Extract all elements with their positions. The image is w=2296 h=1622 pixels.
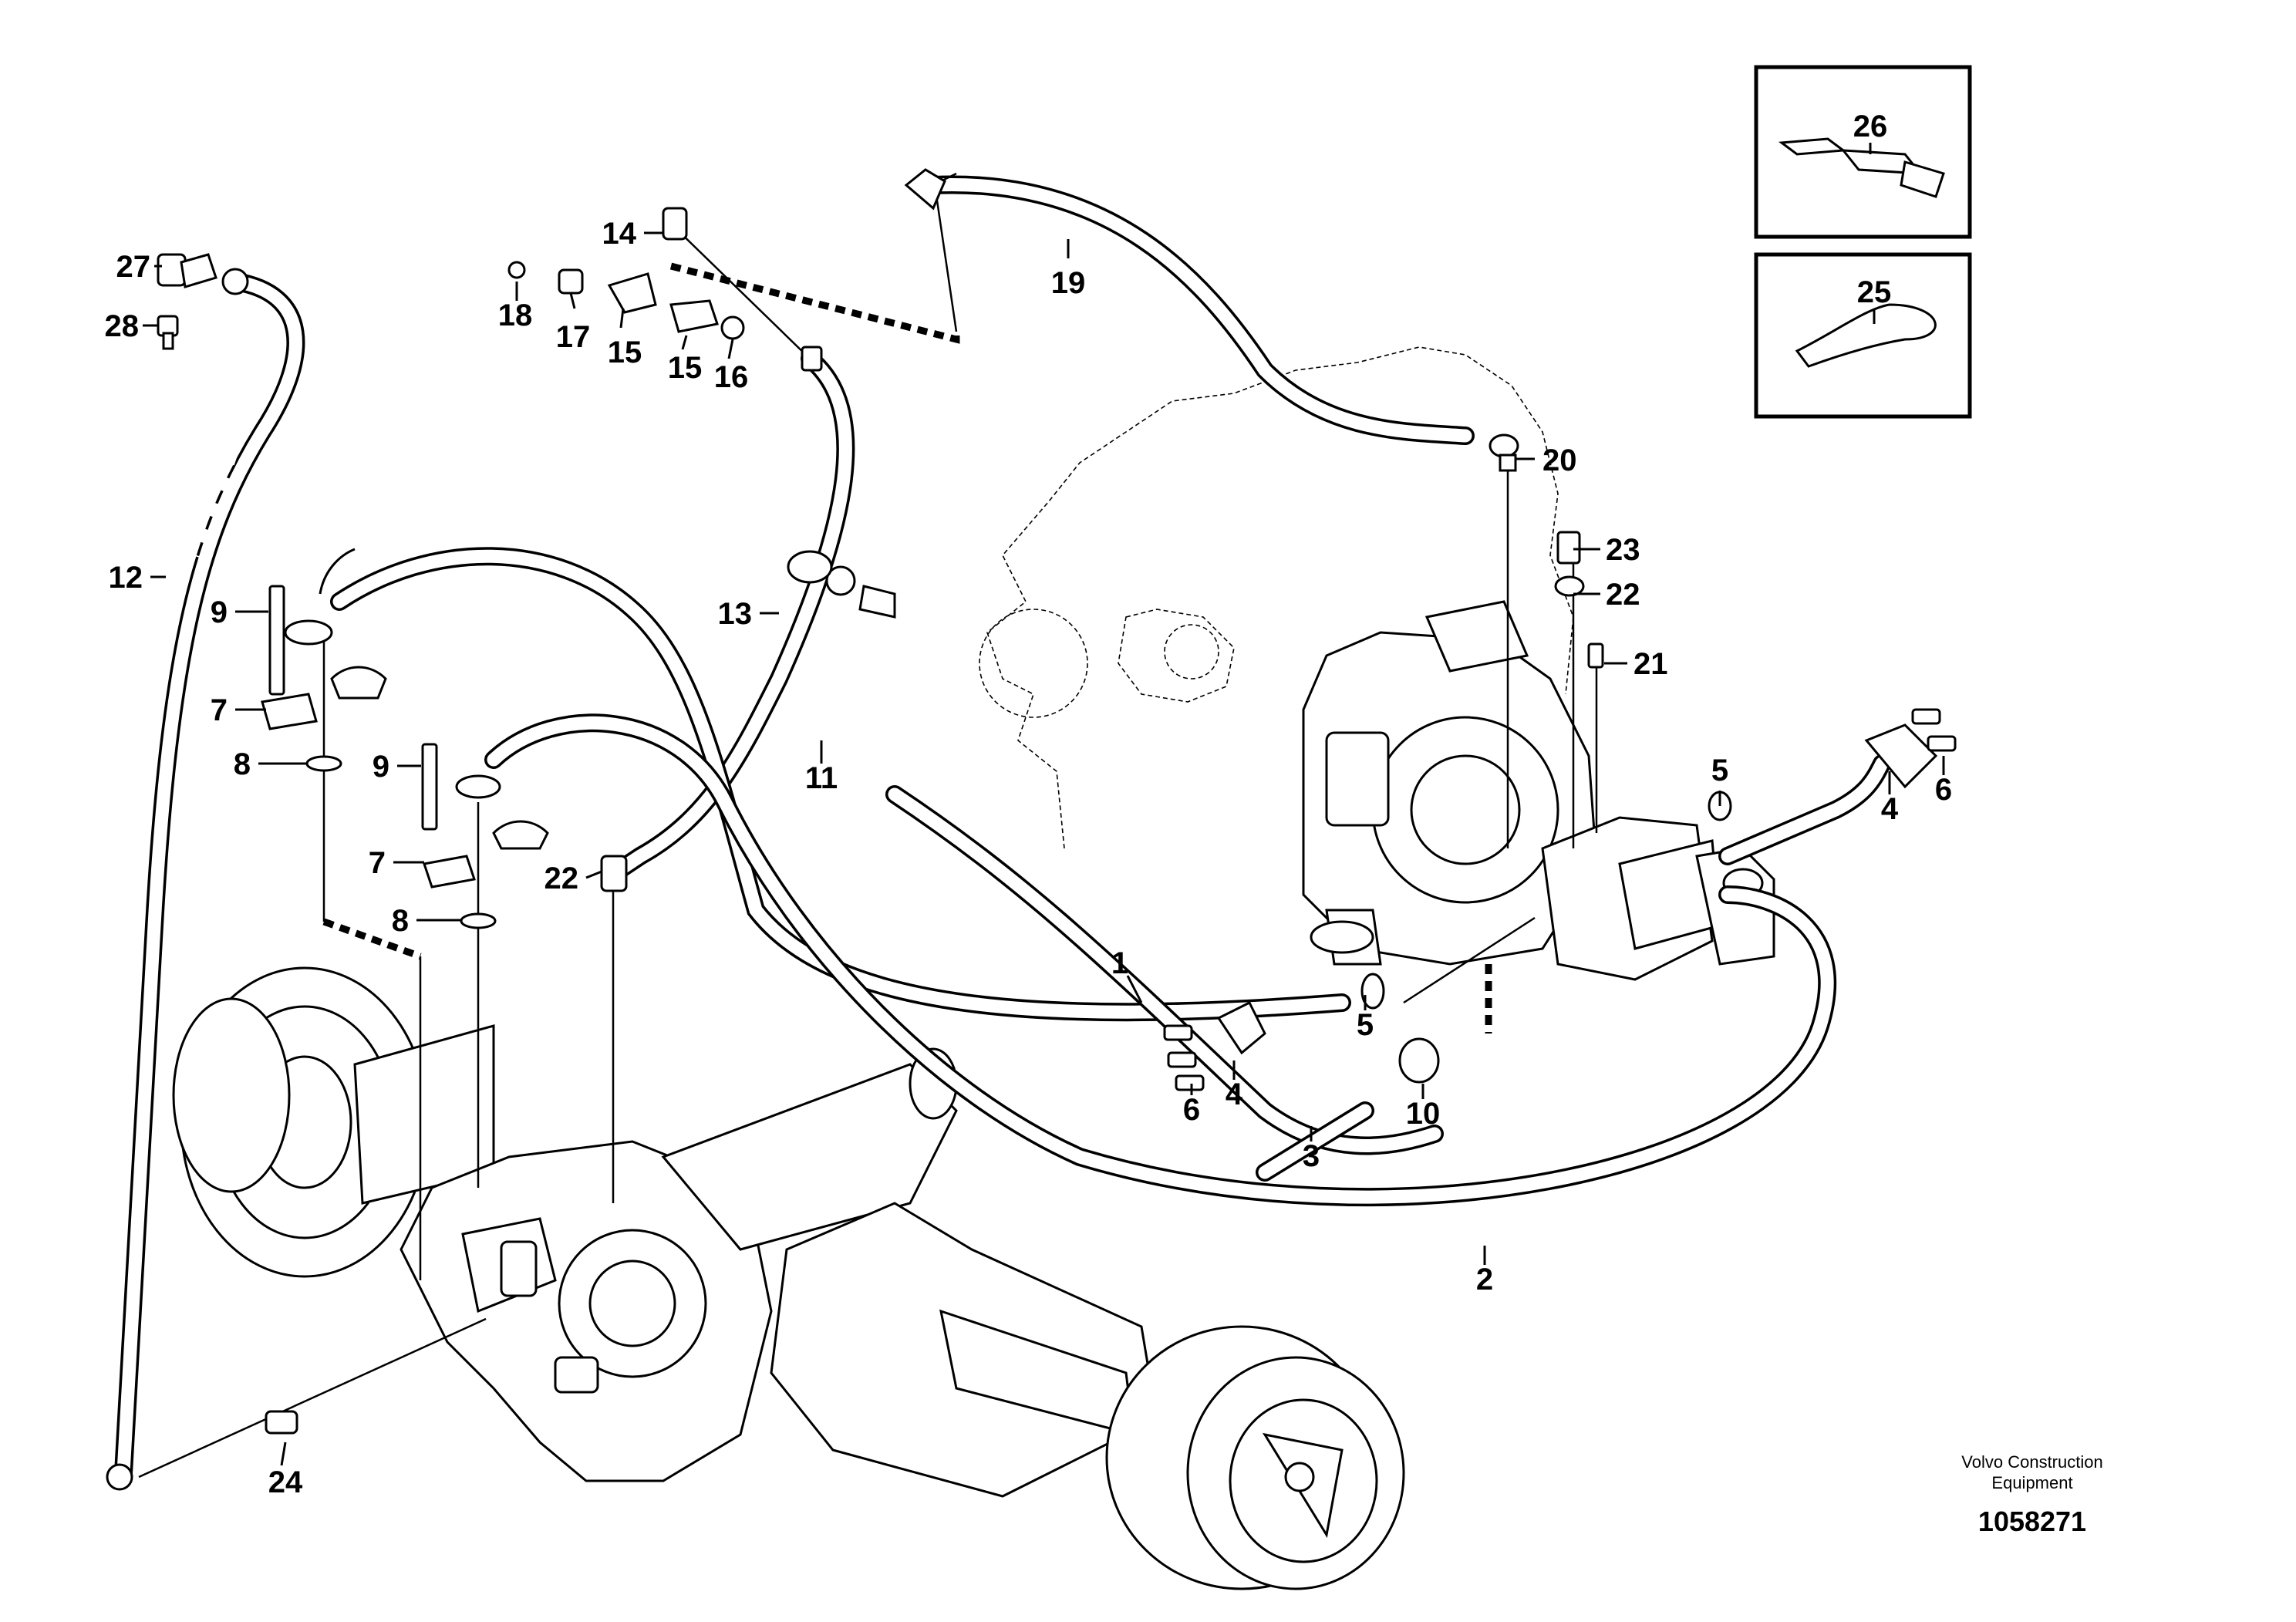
- callout-7-lower: 7: [369, 846, 386, 880]
- callout-19: 19: [1051, 266, 1086, 300]
- callout-4-left: 4: [1226, 1077, 1243, 1111]
- callout-18: 18: [498, 298, 533, 332]
- callout-22-left: 22: [544, 862, 579, 895]
- callout-23: 23: [1606, 533, 1640, 567]
- callout-1: 1: [1111, 946, 1128, 980]
- callout-8-lower: 8: [392, 904, 409, 938]
- engine-outline: [979, 346, 1574, 849]
- connection-dashes: [322, 262, 1492, 1034]
- callout-11: 11: [805, 761, 838, 795]
- callout-9-lower: 9: [373, 750, 389, 784]
- inset-box-25: [1754, 252, 1972, 419]
- callout-22-right: 22: [1606, 578, 1640, 612]
- callout-4-right: 4: [1881, 792, 1899, 826]
- hydraulic-pump: [1302, 600, 1775, 981]
- callout-10: 10: [1406, 1097, 1441, 1131]
- callout-15-right: 15: [668, 351, 703, 385]
- drive-axle: [172, 966, 1405, 1590]
- hoses: [114, 175, 1891, 1482]
- callout-24: 24: [268, 1465, 303, 1499]
- callout-16: 16: [714, 360, 749, 394]
- callout-2: 2: [1476, 1263, 1493, 1297]
- callout-5-left: 5: [1357, 1008, 1374, 1042]
- leader-lines: [143, 143, 1945, 1466]
- callout-28: 28: [105, 309, 140, 343]
- callout-15-left: 15: [608, 336, 642, 369]
- callout-9-upper: 9: [211, 595, 228, 629]
- callout-7-upper: 7: [211, 693, 228, 727]
- caption-line1: Volvo Construction: [1961, 1452, 2102, 1472]
- callout-13: 13: [718, 597, 753, 631]
- fittings: [106, 168, 1957, 1491]
- drawing-number: 1058271: [1978, 1506, 2086, 1537]
- callout-17: 17: [556, 320, 591, 354]
- publisher-caption: Volvo Construction Equipment 1058271: [1961, 1452, 2102, 1537]
- callout-5-right: 5: [1711, 754, 1728, 787]
- callout-14: 14: [602, 217, 637, 251]
- callout-6-right: 6: [1935, 773, 1952, 807]
- callout-3: 3: [1303, 1139, 1320, 1173]
- inset-box-26: [1754, 65, 1972, 239]
- routing-lines: [138, 172, 1598, 1479]
- callout-8-upper: 8: [234, 747, 251, 781]
- callout-labels: 1 2 3 4 4 5 5 6 6 7 7 8 8 9 9 10 11 12 1…: [105, 110, 1953, 1499]
- caption-line2: Equipment: [1991, 1473, 2072, 1492]
- callout-20: 20: [1542, 443, 1577, 477]
- callout-27: 27: [116, 250, 151, 284]
- callout-12: 12: [109, 561, 143, 595]
- callout-26: 26: [1853, 110, 1888, 143]
- callout-25: 25: [1857, 275, 1892, 309]
- callout-21: 21: [1633, 647, 1668, 681]
- callout-6-left: 6: [1183, 1093, 1200, 1127]
